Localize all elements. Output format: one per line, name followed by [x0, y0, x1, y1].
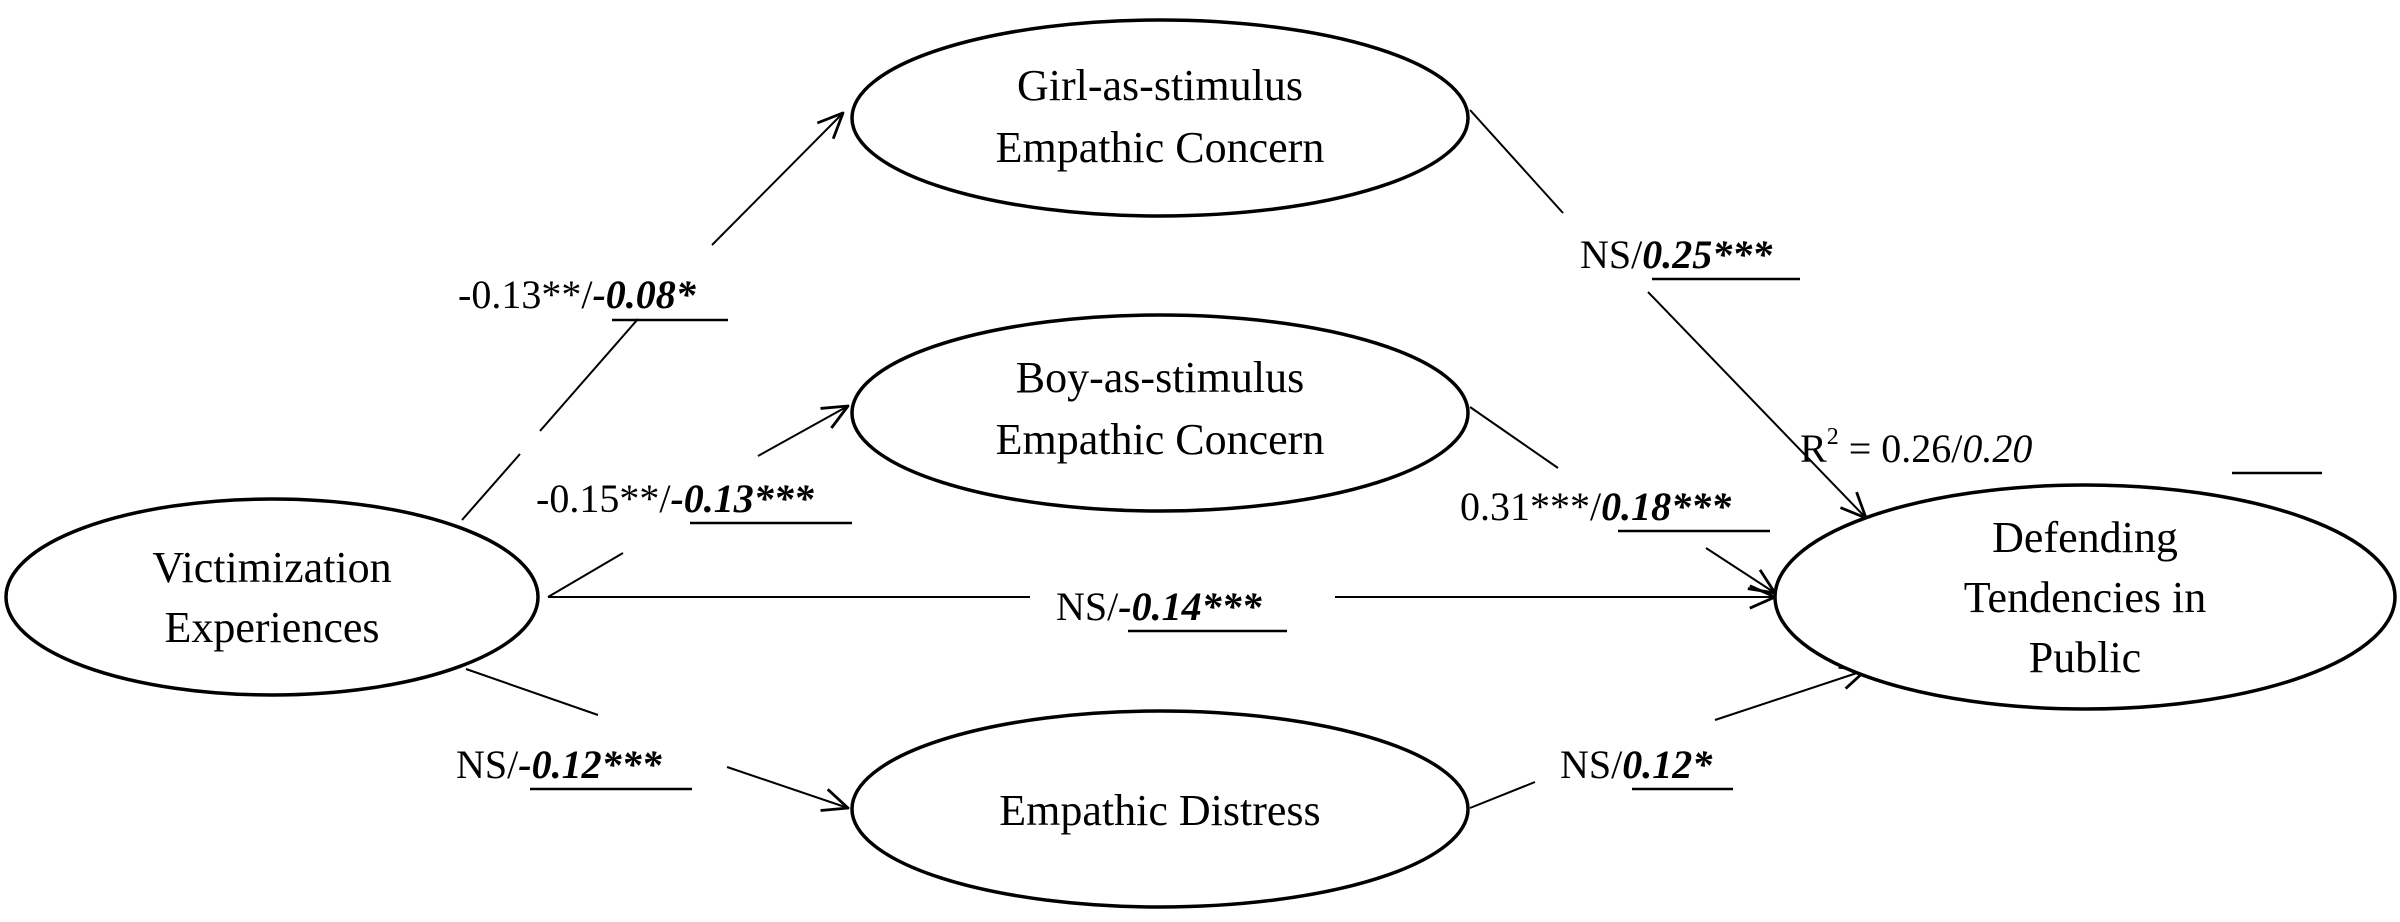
- label-vic-dis-first: NS/: [456, 742, 519, 787]
- label-vic-dis-second: -0.12***: [518, 742, 662, 787]
- node-girl-line1: Girl-as-stimulus: [1017, 61, 1303, 110]
- svg-text:NS/-0.14***: NS/-0.14***: [1056, 584, 1263, 629]
- node-victimization-line1: Victimization: [152, 543, 391, 592]
- label-dis-def: NS/0.12*: [1560, 742, 1733, 791]
- label-vic-boy: -0.15**/-0.13***: [536, 476, 852, 525]
- label-dis-def-second: 0.12*: [1622, 742, 1713, 787]
- label-vic-dis: NS/-0.12***: [456, 742, 692, 791]
- svg-text:NS/-0.12***: NS/-0.12***: [456, 742, 663, 787]
- edge-boy-to-defending-head: [1705, 547, 1775, 593]
- label-dis-def-first: NS/: [1560, 742, 1623, 787]
- svg-text:-0.13**/-0.08*: -0.13**/-0.08*: [458, 272, 697, 317]
- label-vic-def-first: NS/: [1056, 584, 1119, 629]
- label-vic-def: NS/-0.14***: [1056, 584, 1287, 633]
- node-defending-tendencies: Defending Tendencies in Public: [1773, 483, 2397, 711]
- svg-text:0.31***/0.18***: 0.31***/0.18***: [1460, 484, 1732, 529]
- label-vic-girl-second: -0.08*: [592, 272, 696, 317]
- node-victimization: Victimization Experiences: [4, 497, 540, 697]
- r-squared-superscript: 2: [1827, 424, 1839, 450]
- label-vic-boy-first: -0.15**/: [536, 476, 671, 521]
- edge-victimization-to-distress-head: [726, 766, 848, 808]
- node-boy-empathic-concern: Boy-as-stimulus Empathic Concern: [850, 313, 1470, 513]
- label-vic-boy-second: -0.13***: [670, 476, 814, 521]
- r-squared-second: 0.20: [1962, 426, 2032, 471]
- node-victimization-line2: Experiences: [165, 603, 380, 652]
- node-empathic-distress: Empathic Distress: [850, 709, 1470, 909]
- node-boy-line2: Empathic Concern: [996, 415, 1325, 464]
- edges: [461, 109, 1866, 809]
- node-girl-empathic-concern: Girl-as-stimulus Empathic Concern: [850, 18, 1470, 218]
- node-defending-line2: Tendencies in: [1964, 573, 2207, 622]
- r-squared-first: = 0.26/: [1839, 426, 1964, 471]
- label-girl-def-first: NS/: [1580, 232, 1643, 277]
- node-boy-line1: Boy-as-stimulus: [1016, 353, 1304, 402]
- svg-text:NS/0.25***: NS/0.25***: [1580, 232, 1773, 277]
- label-vic-girl-first: -0.13**/: [458, 272, 593, 317]
- svg-text:NS/0.12*: NS/0.12*: [1560, 742, 1713, 787]
- edge-boy-to-defending-upper: [1469, 406, 1559, 469]
- svg-text:-0.15**/-0.13***: -0.15**/-0.13***: [536, 476, 815, 521]
- edge-victimization-to-boy-head: [757, 406, 848, 457]
- label-boy-def-second: 0.18***: [1601, 484, 1732, 529]
- label-girl-def-second: 0.25***: [1642, 232, 1773, 277]
- edge-distress-to-defending-head: [1714, 670, 1866, 721]
- label-vic-girl: -0.13**/-0.08*: [458, 272, 728, 322]
- edge-victimization-to-girl: [461, 453, 521, 521]
- node-defending-line1: Defending: [1992, 513, 2178, 562]
- label-boy-def-first: 0.31***/: [1460, 484, 1602, 529]
- edge-victimization-to-girl-upper: [539, 318, 639, 432]
- r-squared-symbol: R: [1800, 426, 1827, 471]
- edge-girl-to-defending-upper: [1469, 109, 1564, 214]
- node-distress-line1: Empathic Distress: [999, 786, 1320, 835]
- edge-distress-to-defending-lower: [1469, 781, 1536, 809]
- edge-victimization-to-distress-left: [465, 668, 599, 716]
- edge-girl-to-defending-head: [1647, 291, 1866, 518]
- svg-text:R2 = 0.26/0.20: R2 = 0.26/0.20: [1800, 424, 2032, 471]
- label-vic-def-second: -0.14***: [1118, 584, 1262, 629]
- label-r-squared: R2 = 0.26/0.20: [1800, 424, 2322, 475]
- label-girl-def: NS/0.25***: [1580, 232, 1800, 281]
- label-boy-def: 0.31***/0.18***: [1460, 484, 1770, 533]
- edge-victimization-to-defending-left: [547, 552, 624, 598]
- node-girl-line2: Empathic Concern: [996, 123, 1325, 172]
- edge-victimization-to-girl-head: [711, 113, 843, 246]
- node-defending-line3: Public: [2029, 633, 2141, 682]
